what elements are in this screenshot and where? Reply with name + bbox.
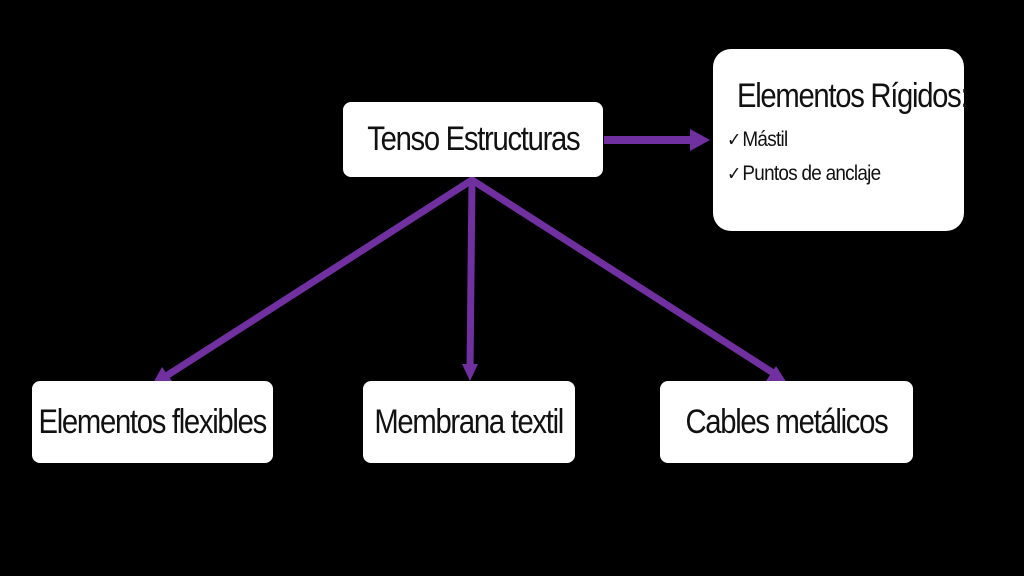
check-icon: ✓ bbox=[727, 163, 741, 185]
arrowhead-elementos-flexibles bbox=[152, 367, 172, 385]
node-label: Membrana textil bbox=[374, 402, 565, 441]
node-elementos-rigidos: Elementos Rígidos: ✓ Mástil ✓ Puntos de … bbox=[713, 49, 969, 231]
list-item-mastil: ✓ Mástil bbox=[727, 128, 788, 152]
node-title: Elementos Rígidos: bbox=[737, 77, 969, 115]
list-item-label: Mástil bbox=[742, 128, 788, 151]
list-item-puntos-de-anclaje: ✓ Puntos de anclaje bbox=[727, 162, 881, 186]
node-membrana-textil: Membrana textil bbox=[363, 381, 575, 463]
node-elementos-flexibles: Elementos flexibles bbox=[32, 381, 273, 463]
arrow-to-elementos-flexibles bbox=[156, 176, 476, 384]
node-label: Elementos flexibles bbox=[38, 402, 268, 441]
node-label: Tenso Estructuras bbox=[366, 120, 580, 158]
node-tenso-estructuras: Tenso Estructuras bbox=[343, 102, 603, 177]
arrow-to-membrana-textil bbox=[466, 176, 476, 374]
node-label: Cables metálicos bbox=[685, 402, 888, 441]
node-cables-metalicos: Cables metálicos bbox=[660, 381, 913, 463]
arrow-to-cables-metalicos bbox=[468, 176, 782, 380]
arrowhead-membrana-textil bbox=[462, 364, 478, 381]
check-icon: ✓ bbox=[727, 129, 741, 151]
list-item-label: Puntos de anclaje bbox=[742, 162, 881, 185]
arrowhead-cables-metalicos bbox=[766, 366, 787, 383]
arrowhead-elementos-rigidos bbox=[690, 129, 710, 151]
